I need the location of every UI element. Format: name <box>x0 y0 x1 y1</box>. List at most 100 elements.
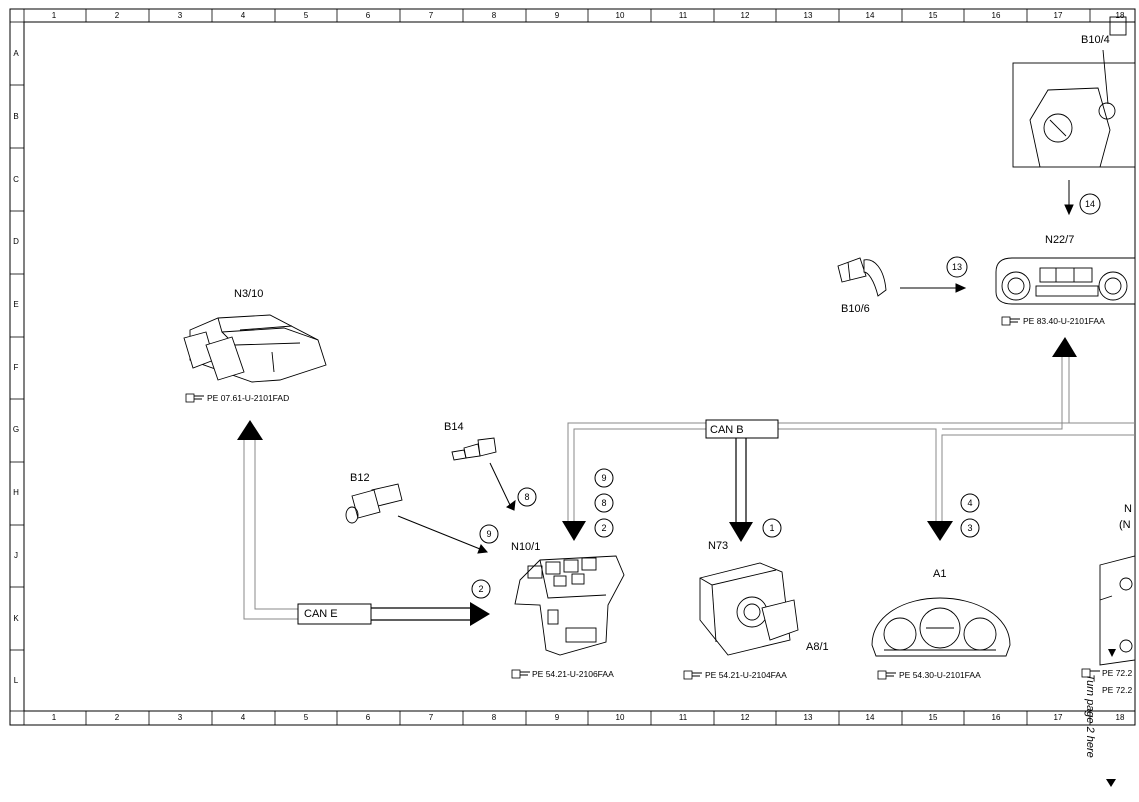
col-label: 14 <box>866 713 875 722</box>
b10-4-label: B10/4 <box>1081 34 1110 46</box>
svg-text:9: 9 <box>486 529 491 539</box>
arrowheads <box>237 337 1077 626</box>
diagram-frame <box>9 8 1136 726</box>
callout-8a: 8 <box>594 493 614 513</box>
col-label: 8 <box>492 713 497 722</box>
can-b-n73-branch <box>735 438 747 522</box>
n10-1-label: N10/1 <box>511 541 540 553</box>
callouts: 9 8 2 9 8 1 4 3 2 13 14 <box>471 193 1101 599</box>
column-ruler-bottom: 1 2 3 4 5 6 7 8 9 10 11 12 13 14 15 16 1… <box>52 713 1125 722</box>
pointing-hand-icon <box>1001 316 1020 326</box>
pointing-hand-icon <box>877 670 896 680</box>
col-label: 7 <box>429 11 434 20</box>
n10-1-ref: PE 54.21-U-2106FAA <box>511 669 614 679</box>
col-label: 5 <box>304 713 309 722</box>
arrowhead-icon <box>927 521 953 541</box>
can-e-label: CAN E <box>304 608 338 620</box>
n22-7-ref: PE 83.40-U-2101FAA <box>1001 316 1105 326</box>
col-label: 6 <box>366 11 371 20</box>
page-turn-note: Turn page 2 here <box>1084 650 1128 790</box>
b10-4-detail <box>1012 16 1136 168</box>
svg-text:PE 83.40-U-2101FAA: PE 83.40-U-2101FAA <box>1023 316 1105 326</box>
page-turn-note-text: Turn page 2 here <box>1083 674 1096 758</box>
svg-text:2: 2 <box>601 523 606 533</box>
arrowhead-icon <box>1052 337 1077 357</box>
a8-1-label: A8/1 <box>806 641 829 653</box>
pointing-hand-icon <box>1081 668 1100 678</box>
col-label: 17 <box>1054 11 1063 20</box>
svg-text:8: 8 <box>601 498 606 508</box>
svg-text:14: 14 <box>1085 199 1095 209</box>
svg-text:PE 72.2: PE 72.2 <box>1102 685 1133 695</box>
row-label: G <box>13 425 19 434</box>
n3-10-ref: PE 07.61-U-2101FAD <box>185 393 289 403</box>
callout-9a: 9 <box>594 468 614 488</box>
a1-ref: PE 54.30-U-2101FAA <box>877 670 981 680</box>
row-label: J <box>14 551 18 560</box>
right-partial-module <box>1099 555 1136 666</box>
arrowhead-icon <box>729 522 753 542</box>
arrowhead-icon <box>237 420 263 440</box>
can-e-bus <box>243 440 472 621</box>
n22-7-control-panel <box>995 257 1136 305</box>
n73-ref: PE 54.21-U-2104FAA <box>683 670 787 680</box>
callout-13: 13 <box>946 256 968 278</box>
pointing-hand-icon <box>511 669 530 679</box>
row-label: H <box>13 488 19 497</box>
svg-text:PE 54.30-U-2101FAA: PE 54.30-U-2101FAA <box>899 670 981 680</box>
callout-1: 1 <box>762 518 782 538</box>
col-label: 17 <box>1054 713 1063 722</box>
page-turn-markers <box>1106 649 1116 787</box>
b10-6-label: B10/6 <box>841 303 870 315</box>
col-label: 9 <box>555 11 560 20</box>
col-label: 16 <box>992 713 1001 722</box>
col-label: 3 <box>178 11 183 20</box>
pointing-hand-icon <box>683 670 702 680</box>
col-label: 3 <box>178 713 183 722</box>
col-label: 11 <box>679 713 688 722</box>
col-label: 5 <box>304 11 309 20</box>
col-label: 4 <box>241 713 246 722</box>
a1-instrument-cluster <box>871 597 1011 657</box>
b12-label: B12 <box>350 472 370 484</box>
col-label: 7 <box>429 713 434 722</box>
callout-2b: 2 <box>471 579 491 599</box>
col-label: 12 <box>741 11 750 20</box>
svg-text:PE 54.21-U-2104FAA: PE 54.21-U-2104FAA <box>705 670 787 680</box>
svg-text:3: 3 <box>967 523 972 533</box>
svg-text:8: 8 <box>524 492 529 502</box>
svg-text:PE 72.2: PE 72.2 <box>1102 668 1133 678</box>
b14-label: B14 <box>444 421 464 433</box>
row-label: E <box>13 300 18 309</box>
col-label: 14 <box>866 11 875 20</box>
n10-1-module <box>514 555 625 656</box>
svg-text:PE 07.61-U-2101FAD: PE 07.61-U-2101FAD <box>207 393 289 403</box>
column-ruler-top: 1 2 3 4 5 6 7 8 9 10 11 12 13 14 15 16 1… <box>52 11 1125 20</box>
svg-text:4: 4 <box>967 498 972 508</box>
n73-label: N73 <box>708 540 728 552</box>
col-label: 13 <box>804 11 813 20</box>
arrowhead-icon <box>1108 649 1116 657</box>
col-label: 15 <box>929 713 938 722</box>
b10-6-sensor <box>837 257 887 297</box>
can-e-label-box: CAN E <box>297 603 372 625</box>
n3-10-ecu <box>183 314 327 383</box>
col-label: 18 <box>1116 11 1125 20</box>
row-ruler: A B C D E F G H J K L <box>13 49 19 685</box>
row-label: A <box>13 49 19 58</box>
row-label: B <box>13 112 18 121</box>
callout-3: 3 <box>960 518 980 538</box>
svg-text:PE 54.21-U-2106FAA: PE 54.21-U-2106FAA <box>532 669 614 679</box>
col-label: 16 <box>992 11 1001 20</box>
can-b-bus <box>567 357 1135 521</box>
b14-sensor <box>451 437 497 461</box>
col-label: 10 <box>616 713 625 722</box>
svg-text:9: 9 <box>601 473 606 483</box>
col-label: 1 <box>52 11 57 20</box>
col-label: 15 <box>929 11 938 20</box>
row-label: L <box>14 676 19 685</box>
a1-label: A1 <box>933 568 946 580</box>
right-partial-label2: (N <box>1119 519 1131 531</box>
col-label: 2 <box>115 713 120 722</box>
